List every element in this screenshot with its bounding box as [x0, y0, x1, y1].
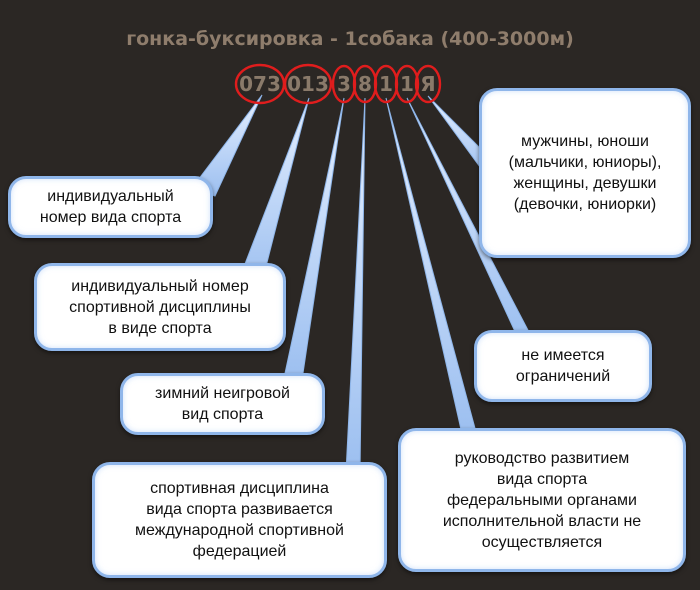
code-segment-sport-type: 3 — [337, 72, 351, 96]
callout-sport-number: индивидуальный номер вида спорта — [8, 176, 213, 238]
code-segment-international: 8 — [358, 72, 372, 96]
callout-federal-management-text: руководство развитием вида спорта федера… — [442, 449, 642, 551]
callout-international: спортивная дисциплина вида спорта развив… — [92, 462, 387, 578]
callout-restrictions-text: не имеется ограничений — [515, 347, 611, 385]
callout-sport-number-text: индивидуальный номер вида спорта — [39, 188, 182, 226]
code-segment-sport-number: 073 — [239, 72, 281, 96]
callout-discipline-number-text: индивидуальный номер спортивной дисципли… — [69, 277, 251, 337]
diagram-title: гонка-буксировка - 1собака (400-3000м) — [126, 28, 574, 50]
callout-discipline-number: индивидуальный номер спортивной дисципли… — [34, 263, 286, 351]
callout-federal-management: руководство развитием вида спорта федера… — [398, 428, 686, 572]
pointer-international — [345, 97, 366, 473]
callout-international-text: спортивная дисциплина вида спорта развив… — [135, 480, 344, 560]
callout-sport-type: зимний неигровой вид спорта — [120, 373, 325, 435]
callout-gender-age: мужчины, юноши (мальчики, юниоры), женщи… — [479, 88, 691, 258]
code-segment-discipline-number: 013 — [287, 72, 329, 96]
code-segment-federal-management: 1 — [379, 72, 393, 96]
ring-seg-5 — [394, 64, 420, 104]
ring-seg-6 — [414, 64, 442, 104]
ring-seg-1 — [283, 63, 333, 105]
code-segment-restrictions: 1 — [400, 72, 414, 96]
code-segment-gender-age: Я — [420, 72, 436, 96]
callout-restrictions: не имеется ограничений — [474, 330, 652, 402]
callout-sport-type-text: зимний неигровой вид спорта — [155, 385, 290, 423]
pointer-discipline-number — [237, 97, 310, 291]
callout-gender-age-text: мужчины, юноши (мальчики, юниоры), женщи… — [508, 133, 662, 213]
